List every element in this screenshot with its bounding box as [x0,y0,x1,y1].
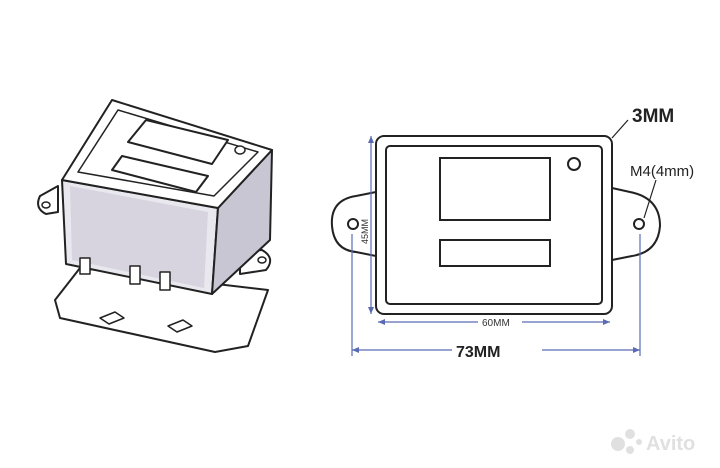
inner-width-label: 60MM [482,318,510,329]
bottom-plate-tab-1 [99,311,125,325]
dimension-lines [351,119,657,356]
front-right-ear [611,187,662,261]
inner-width-arrow-left [378,319,385,325]
hole-leader [643,179,657,219]
front-left-hole [347,218,359,230]
pin-3 [159,271,171,291]
front-view [330,135,662,315]
watermark-text: Avito [646,433,695,455]
outer-width-arrow-left [352,347,359,353]
front-indicator-led [567,157,581,171]
outer-width-arrow-right [633,347,640,353]
outer-width-label: 73MM [456,344,500,361]
bezel-inner-outline [77,109,259,197]
thickness-leader [611,119,629,139]
height-label: 45MM [360,219,370,244]
front-left-ear [330,191,377,257]
left-ear-hole [41,201,51,209]
outer-bezel [375,135,613,315]
housing-top-face [61,99,273,209]
bottom-plate-tab-2 [167,319,193,333]
upper-display-window [127,119,229,165]
pin-2 [129,265,141,285]
indicator-led [234,145,246,155]
left-mounting-ear [37,185,59,215]
front-right-hole [633,218,645,230]
lower-display-window [111,155,209,193]
right-ear-hole [257,256,267,264]
hole-label: M4(4mm) [630,163,694,180]
watermark-dot-1 [611,437,625,451]
front-upper-display [439,157,551,221]
watermark-dot-2 [625,429,635,439]
pin-1 [79,257,91,275]
watermark-dot-4 [636,439,642,445]
height-arrow-top [368,136,374,143]
height-arrow-bottom [368,307,374,314]
inner-panel [385,145,603,305]
housing-front-shade [70,186,208,288]
front-lower-display [439,239,551,267]
thickness-label: 3MM [632,106,674,127]
watermark-dot-3 [626,446,634,454]
inner-width-arrow-right [603,319,610,325]
watermark: Avito [611,429,695,455]
isometric-view [37,99,273,353]
